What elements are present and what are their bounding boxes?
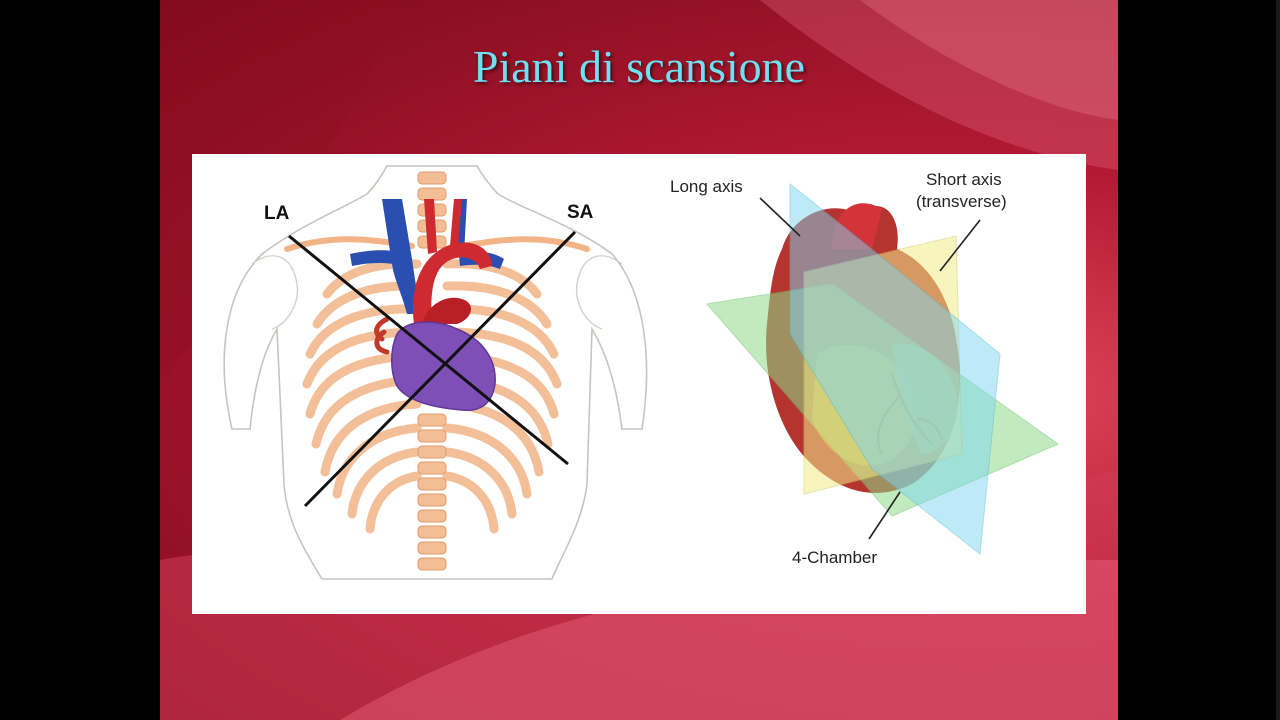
heart-planes-diagram: Long axis Short axis (transverse) 4-Cham…: [670, 170, 1060, 567]
window-edge: [1276, 0, 1280, 720]
right-shoulder: [575, 255, 623, 330]
slide-title: Piani di scansione: [472, 41, 806, 92]
label-short-axis: Short axis: [926, 170, 1002, 189]
thorax-diagram: LA SA: [223, 165, 648, 580]
pulmonary-veins: [374, 316, 390, 355]
plane-long-axis: [789, 182, 1001, 555]
torso-outline: [223, 165, 648, 580]
label-long-axis: Long axis: [670, 177, 743, 196]
short-axis-line: [303, 230, 577, 508]
label-la: LA: [264, 203, 290, 224]
carotid-arteries: [424, 199, 462, 254]
leader-long-axis: [759, 197, 801, 237]
label-four-chamber: 4-Chamber: [792, 548, 877, 567]
leader-four-chamber: [868, 491, 901, 540]
pulmonary-artery: [422, 297, 472, 324]
leader-short-axis: [939, 219, 981, 272]
left-shoulder: [251, 255, 299, 330]
aorta: [412, 242, 492, 324]
right-clavicle: [459, 236, 590, 252]
label-short-axis-sub: (transverse): [916, 192, 1007, 211]
label-sa: SA: [567, 202, 594, 223]
figure-panel: LA SA Long axis Short axis (transv: [192, 154, 1086, 614]
long-axis-line: [288, 234, 569, 466]
brachiocephalic-vein: [350, 250, 407, 266]
